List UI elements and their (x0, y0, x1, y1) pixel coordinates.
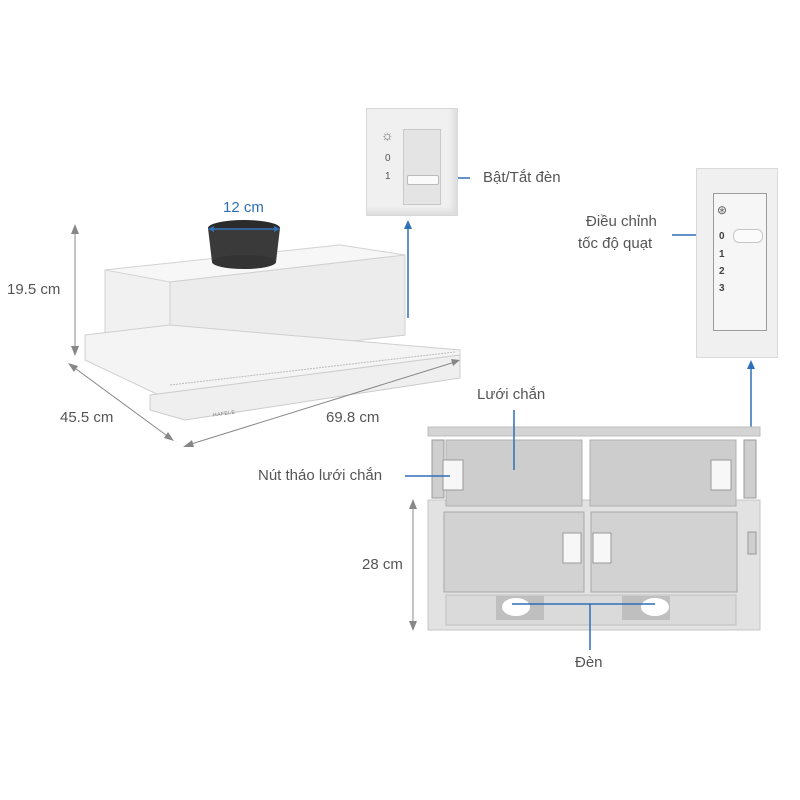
fan-control-detail: ⊛ 0 1 2 3 (696, 168, 778, 358)
width-dimension-label: 69.8 cm (326, 409, 380, 426)
fan-icon: ⊛ (717, 203, 728, 217)
light-position-0: 0 (385, 153, 391, 164)
fan-control-knob (733, 229, 763, 243)
light-switch-slider (403, 129, 441, 205)
height-dimension-label: 19.5 cm (7, 281, 61, 298)
light-position-1: 1 (385, 171, 391, 182)
fan-position-1: 1 (719, 249, 725, 260)
duct-diameter-label: 12 cm (223, 199, 264, 216)
fan-callout-line2: tốc độ quạt (578, 235, 653, 252)
sun-light-icon: ☼ (381, 127, 394, 143)
light-switch-detail: ☼ 0 1 (366, 108, 458, 216)
light-switch-knob (407, 175, 439, 185)
filter-label: Lưới chắn (477, 386, 546, 403)
depth-dimension-label: 45.5 cm (60, 409, 114, 426)
filter-release-label: Nút tháo lưới chắn (258, 467, 383, 484)
lamp-label: Đèn (575, 654, 603, 671)
fan-position-3: 3 (719, 283, 725, 294)
light-switch-callout: Bật/Tắt đèn (483, 169, 561, 186)
fan-position-0: 0 (719, 231, 725, 242)
fan-callout-line1: Điều chỉnh (586, 213, 657, 230)
fan-position-2: 2 (719, 266, 725, 277)
front-height-label: 28 cm (362, 556, 403, 573)
